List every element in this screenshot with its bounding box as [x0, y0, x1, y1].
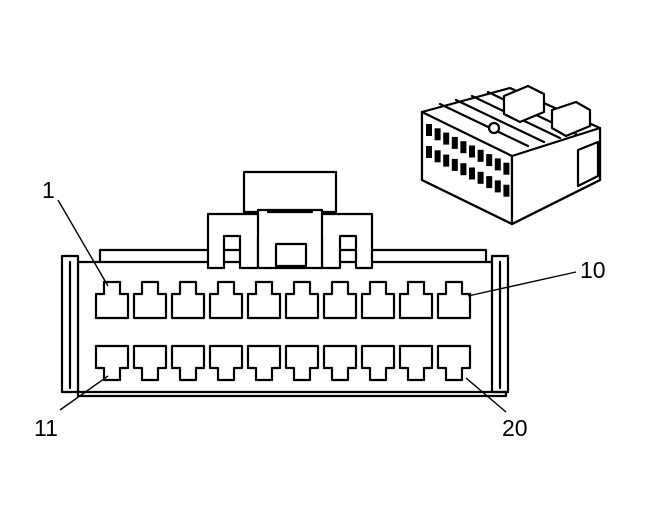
- cavity-pin-11: [94, 344, 130, 382]
- isometric-cavity: [494, 180, 501, 193]
- cavity-pin-8: [360, 280, 396, 320]
- isometric-cavity: [460, 163, 467, 176]
- isometric-cavity: [426, 124, 432, 136]
- cavity-pin-2: [132, 280, 168, 320]
- label-pin-10: 10: [580, 257, 606, 283]
- isometric-cavity: [503, 184, 510, 197]
- isometric-cavity: [469, 145, 475, 158]
- cavity-pin-4: [208, 280, 244, 320]
- cavity-pin-9: [398, 280, 434, 320]
- cavity-pin-19: [398, 344, 434, 382]
- cavity-row-bottom: [94, 344, 472, 382]
- cavity-pin-15: [246, 344, 282, 382]
- isometric-cavity: [486, 176, 493, 189]
- label-pin-1: 1: [42, 177, 55, 203]
- cavity-pin-20: [436, 344, 472, 382]
- cavity-pin-18: [360, 344, 396, 382]
- cavity-pin-10: [436, 280, 472, 320]
- cavity-row-top: [94, 280, 472, 320]
- isometric-cavity: [426, 146, 432, 158]
- cavity-pin-16: [284, 344, 320, 382]
- isometric-cavity: [477, 149, 484, 162]
- isometric-cavity: [443, 132, 450, 145]
- isometric-cavity-grid: [426, 124, 510, 197]
- leader-line-pin-10: [467, 271, 577, 297]
- leader-line-pin-20: [465, 377, 507, 413]
- cavity-pin-5: [246, 280, 282, 320]
- cavity-pin-17: [322, 344, 358, 382]
- isometric-cavity: [477, 171, 484, 184]
- isometric-cavity: [503, 162, 510, 175]
- cavity-pin-6: [284, 280, 320, 320]
- cavity-pin-3: [170, 280, 206, 320]
- cavity-pin-14: [208, 344, 244, 382]
- isometric-cavity: [451, 158, 458, 171]
- isometric-cavity: [443, 154, 450, 167]
- isometric-cavity: [486, 154, 493, 167]
- cavity-pin-7: [322, 280, 358, 320]
- cavity-pin-13: [170, 344, 206, 382]
- pin-callouts: 1 10 11 20: [34, 177, 606, 441]
- isometric-cavity: [434, 128, 441, 141]
- label-pin-20: 20: [502, 415, 528, 441]
- leader-line-pin-11: [59, 375, 109, 411]
- cavity-pin-12: [132, 344, 168, 382]
- isometric-cavity: [469, 167, 475, 180]
- label-pin-11: 11: [34, 415, 58, 441]
- connector-isometric-illustration: [420, 84, 602, 226]
- cavity-pin-1: [94, 280, 130, 320]
- leader-line-pin-1: [57, 199, 109, 287]
- connector-face-view: [60, 170, 510, 398]
- isometric-cavity: [434, 150, 441, 163]
- isometric-cavity: [451, 136, 458, 149]
- isometric-cavity: [494, 158, 501, 171]
- isometric-cavity: [460, 141, 467, 154]
